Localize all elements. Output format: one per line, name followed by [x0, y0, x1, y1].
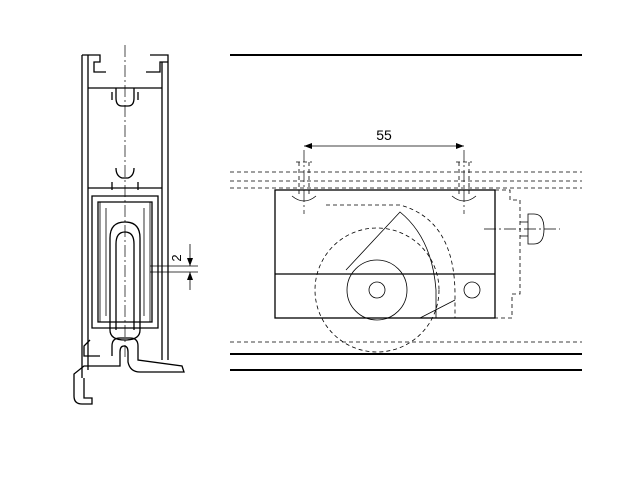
secondary-axle-circle — [463, 281, 481, 299]
left-mounting-screw — [291, 150, 317, 214]
middle-clip — [88, 167, 162, 190]
gap-dimension-label: 2 — [169, 254, 184, 261]
section-view: 2 — [73, 45, 198, 405]
upper-clip — [88, 87, 162, 107]
guide-cam-outline — [326, 204, 456, 318]
carriage-side-plates — [99, 202, 151, 322]
carriage-housing — [274, 189, 496, 319]
roller-outer-circle — [314, 227, 440, 353]
top-rail-profile — [81, 54, 169, 378]
right-mounting-screw — [451, 150, 477, 214]
gap-reference-lines — [150, 265, 198, 273]
guide-cam-edge — [345, 211, 456, 319]
gap-arrow-bottom — [187, 272, 193, 280]
elevation-view: 55 — [230, 54, 582, 371]
bottom-hook-rail — [73, 337, 185, 405]
hidden-bracket — [495, 189, 521, 319]
carriage-body — [91, 195, 159, 329]
width-dimension-label: 55 — [376, 127, 392, 143]
width-arrow-right — [456, 143, 464, 149]
roller-hub-circle — [346, 259, 408, 321]
roller-axle-circle — [368, 281, 386, 299]
gap-arrow-top — [187, 258, 193, 266]
width-arrow-left — [304, 143, 312, 149]
